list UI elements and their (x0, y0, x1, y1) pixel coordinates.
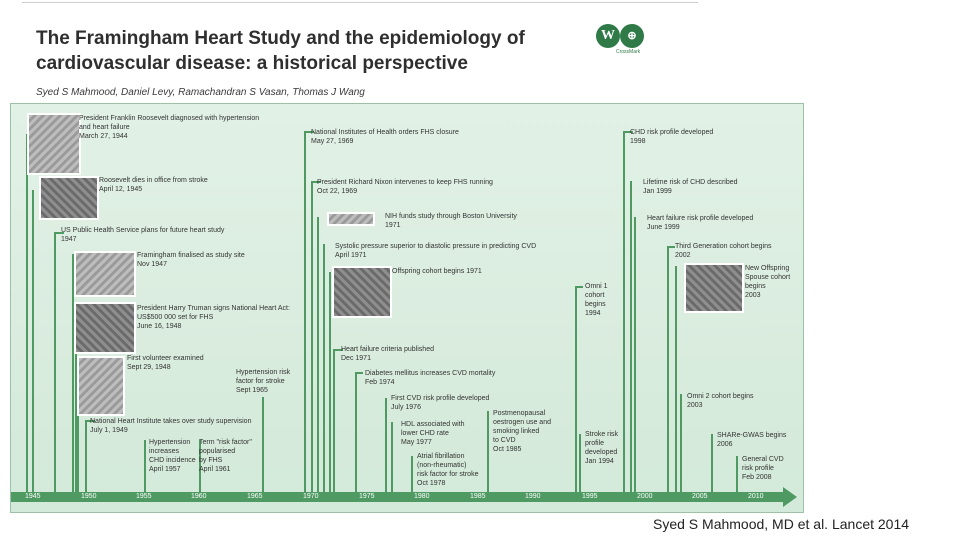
article-title: The Framingham Heart Study and the epide… (36, 26, 576, 76)
year-tick: 1995 (582, 493, 598, 500)
event-risk-factor-term: Term "risk factor" popularised by FHS Ap… (199, 439, 252, 473)
event-nih-closure: National Institutes of Health orders FHS… (311, 129, 459, 145)
first-volunteer-photo (77, 356, 125, 416)
event-first-cvd-profile: First CVD risk profile developed July 19… (391, 395, 490, 411)
event-roosevelt-hypertension: President Franklin Roosevelt diagnosed w… (79, 115, 260, 140)
year-tick: 1975 (359, 493, 375, 500)
event-general-cvd: General CVD risk profile Feb 2008 (742, 456, 784, 481)
year-tick: 1965 (247, 493, 263, 500)
event-hypertension-chd: Hypertension increases CHD incidence Apr… (149, 439, 196, 473)
event-new-offspring: New Offspring Spouse cohort begins 2003 (745, 265, 791, 299)
event-hypertension-stroke: Hypertension risk factor for stroke Sept… (236, 369, 291, 394)
year-tick: 2000 (637, 493, 653, 500)
author-list: Syed S Mahmood, Daniel Levy, Ramachandra… (36, 87, 365, 98)
timeline-arrow-icon (783, 487, 797, 507)
citation-credit: Syed S Mahmood, MD et al. Lancet 2014 (653, 516, 910, 532)
top-rule (22, 2, 698, 3)
event-systolic: Systolic pressure superior to diastolic … (335, 243, 537, 259)
year-tick: 1960 (191, 493, 207, 500)
boston-university-logo (327, 212, 375, 226)
event-offspring: Offspring cohort begins 1971 (392, 268, 482, 275)
event-nhi-supervision: National Heart Institute takes over stud… (90, 418, 252, 434)
event-framingham-site: Framingham finalised as study site Nov 1… (137, 252, 245, 268)
truman-signing-photo (74, 302, 136, 354)
wellcome-logo-icon: W (596, 24, 620, 48)
timeline-figure: President Franklin Roosevelt diagnosed w… (10, 103, 804, 513)
year-tick: 1950 (81, 493, 97, 500)
event-diabetes: Diabetes mellitus increases CVD mortalit… (365, 370, 496, 386)
event-third-gen: Third Generation cohort begins 2002 (675, 243, 772, 259)
year-tick: 1990 (525, 493, 541, 500)
event-truman: President Harry Truman signs National He… (137, 305, 290, 330)
event-share: SHARe-GWAS begins 2006 (717, 432, 787, 448)
event-roosevelt-dies: Roosevelt dies in office from stroke Apr… (99, 177, 208, 193)
crossmark-logo-icon: ⊕ (620, 24, 644, 48)
timeline-axis (11, 492, 783, 502)
event-nixon: President Richard Nixon intervenes to ke… (317, 179, 493, 195)
event-first-volunteer: First volunteer examined Sept 29, 1948 (127, 355, 204, 371)
event-hf-profile: Heart failure risk profile developed Jun… (647, 215, 754, 231)
roosevelt-funeral-photo (39, 176, 99, 220)
year-tick: 1980 (414, 493, 430, 500)
event-hdl: HDL associated with lower CHD rate May 1… (401, 421, 465, 446)
event-lifetime-chd: Lifetime risk of CHD described Jan 1999 (643, 179, 738, 195)
roosevelt-portrait-photo (27, 113, 81, 175)
year-tick: 1985 (470, 493, 486, 500)
title-line-2: cardiovascular disease: a historical per… (36, 53, 468, 74)
year-tick: 2010 (748, 493, 764, 500)
new-offspring-photo (684, 263, 744, 313)
event-nih-boston: NIH funds study through Boston Universit… (385, 213, 517, 229)
event-postmenopausal: Postmenopausal oestrogen use and smoking… (493, 410, 551, 453)
event-af: Atrial fibrillation (non-rheumatic) risk… (417, 453, 479, 487)
year-tick: 1970 (303, 493, 319, 500)
event-hf-criteria: Heart failure criteria published Dec 197… (341, 346, 434, 362)
event-phs-plans: US Public Health Service plans for futur… (61, 227, 225, 243)
crossmark-caption: CrossMark (616, 49, 641, 55)
year-tick: 1955 (136, 493, 152, 500)
event-omni2: Omni 2 cohort begins 2003 (687, 393, 754, 409)
framingham-town-photo (74, 251, 136, 297)
offspring-cohort-photo (332, 266, 392, 318)
year-tick: 2005 (692, 493, 708, 500)
event-omni1: Omni 1 cohort begins 1994 (585, 283, 608, 317)
event-chd-profile: CHD risk profile developed 1998 (630, 129, 714, 145)
year-tick: 1945 (25, 493, 41, 500)
event-stroke-profile: Stroke risk profile developed Jan 1994 (585, 431, 619, 465)
title-line-1: The Framingham Heart Study and the epide… (36, 28, 525, 49)
